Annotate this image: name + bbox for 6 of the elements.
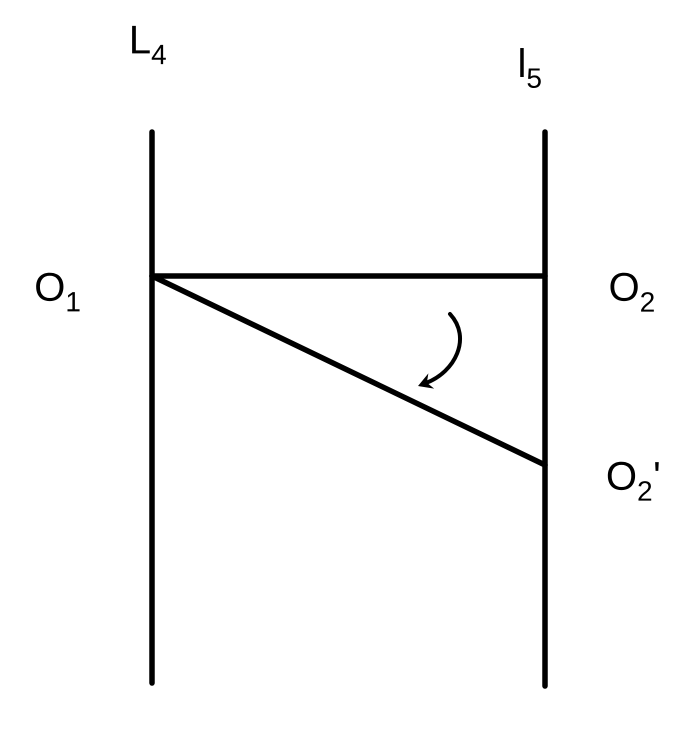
line-label: L$_{4}$ [132, 26, 166, 64]
line [149, 273, 548, 468]
line-label: l$_{5}$ [520, 48, 541, 88]
point-label: O$_{2}$ [610, 272, 654, 312]
point-label: O$_{2}$' [608, 462, 659, 501]
point-label: O$_{1}$ [36, 272, 80, 312]
